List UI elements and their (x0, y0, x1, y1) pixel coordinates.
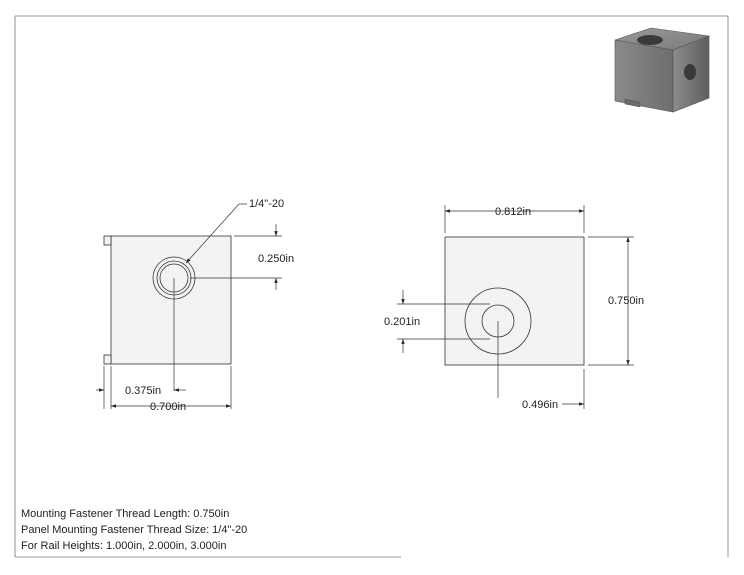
front-view-dimensions (96, 203, 282, 409)
dim-hole-center-front-label: 0.375in (125, 385, 161, 397)
dim-side-width-label: 0.812in (495, 206, 531, 218)
sheet-frame (14, 15, 729, 558)
top-hole-icon (637, 35, 663, 45)
dim-front-width-label: 0.700in (150, 401, 186, 413)
thread-callout-label: 1/4"-20 (249, 198, 284, 210)
dim-thread-offset-label: 0.250in (258, 253, 294, 265)
side-view-dimensions (397, 205, 634, 409)
side-view (444, 236, 585, 366)
dim-side-height-label: 0.750in (608, 295, 644, 307)
isometric-block-render (614, 27, 711, 113)
dim-hole-height-label: 0.201in (384, 316, 420, 328)
dim-hole-center-side-label: 0.496in (522, 399, 558, 411)
note-thread-size: Panel Mounting Fastener Thread Size: 1/4… (21, 524, 248, 536)
front-view (103, 235, 232, 365)
note-thread-length: Mounting Fastener Thread Length: 0.750in (21, 508, 230, 520)
side-threaded-hole-icon (684, 64, 696, 80)
note-rail-heights: For Rail Heights: 1.000in, 2.000in, 3.00… (21, 540, 227, 552)
